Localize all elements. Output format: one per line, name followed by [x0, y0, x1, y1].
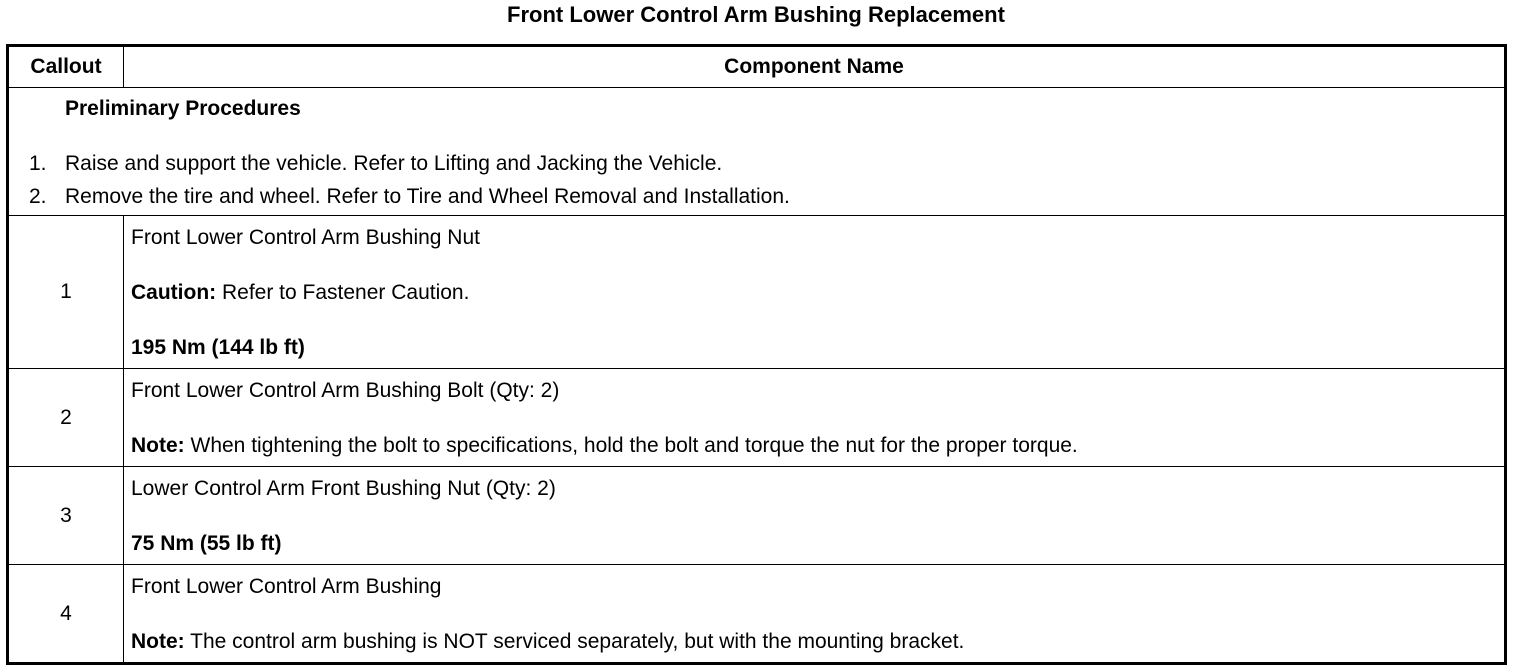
component-cell: Lower Control Arm Front Bushing Nut (Qty… — [123, 466, 1506, 565]
component-name: Lower Control Arm Front Bushing Nut (Qty… — [131, 477, 556, 500]
preliminary-heading: Preliminary Procedures — [65, 97, 301, 120]
procedure-table: Callout Component Name Preliminary Proce… — [6, 44, 1507, 665]
note-label: Note: — [131, 434, 185, 457]
table-row: 4 Front Lower Control Arm Bushing Note: … — [7, 564, 1506, 664]
step-number: 1. — [29, 152, 47, 175]
component-name: Front Lower Control Arm Bushing Bolt (Qt… — [131, 379, 560, 402]
component-cell: Front Lower Control Arm Bushing Nut Caut… — [123, 215, 1506, 369]
preliminary-row: Preliminary Procedures 1. Raise and suppo… — [7, 87, 1506, 216]
callout-cell: 2 — [7, 368, 124, 467]
table-row: 3 Lower Control Arm Front Bushing Nut (Q… — [7, 466, 1506, 565]
step-text: Remove the tire and wheel. Refer to Tire… — [65, 185, 790, 208]
note-text: When tightening the bolt to specificatio… — [184, 434, 1078, 457]
callout-cell: 4 — [7, 564, 124, 664]
component-name: Front Lower Control Arm Bushing Nut — [131, 226, 480, 249]
component-cell: Front Lower Control Arm Bushing Bolt (Qt… — [123, 368, 1506, 467]
table-row: 1 Front Lower Control Arm Bushing Nut Ca… — [7, 215, 1506, 369]
caution-text: Refer to Fastener Caution. — [216, 281, 470, 304]
component-name: Front Lower Control Arm Bushing — [131, 575, 442, 598]
table-row: 2 Front Lower Control Arm Bushing Bolt (… — [7, 368, 1506, 467]
header-row: Callout Component Name — [7, 45, 1506, 88]
callout-cell: 1 — [7, 215, 124, 369]
caution-label: Caution: — [131, 281, 217, 304]
step-number: 2. — [29, 185, 47, 208]
torque-spec: 75 Nm (55 lb ft) — [131, 532, 282, 555]
callout-header: Callout — [7, 45, 124, 88]
preliminary-step: 2. Remove the tire and wheel. Refer to Ti… — [29, 183, 790, 211]
component-header: Component Name — [123, 45, 1506, 88]
note-line: Note: The control arm bushing is NOT ser… — [131, 630, 1504, 654]
preliminary-cell: Preliminary Procedures 1. Raise and suppo… — [7, 87, 1506, 216]
note-line: Note: When tightening the bolt to specif… — [131, 434, 1504, 458]
page-title: Front Lower Control Arm Bushing Replacem… — [507, 2, 1005, 27]
step-text: Raise and support the vehicle. Refer to … — [65, 152, 723, 175]
note-text: The control arm bushing is NOT serviced … — [184, 630, 965, 653]
component-cell: Front Lower Control Arm Bushing Note: Th… — [123, 564, 1506, 664]
preliminary-step: 1. Raise and support the vehicle. Refer t… — [29, 150, 722, 178]
callout-cell: 3 — [7, 466, 124, 565]
caution-line: Caution: Refer to Fastener Caution. — [131, 281, 1504, 305]
torque-spec: 195 Nm (144 lb ft) — [131, 336, 305, 359]
note-label: Note: — [131, 630, 185, 653]
